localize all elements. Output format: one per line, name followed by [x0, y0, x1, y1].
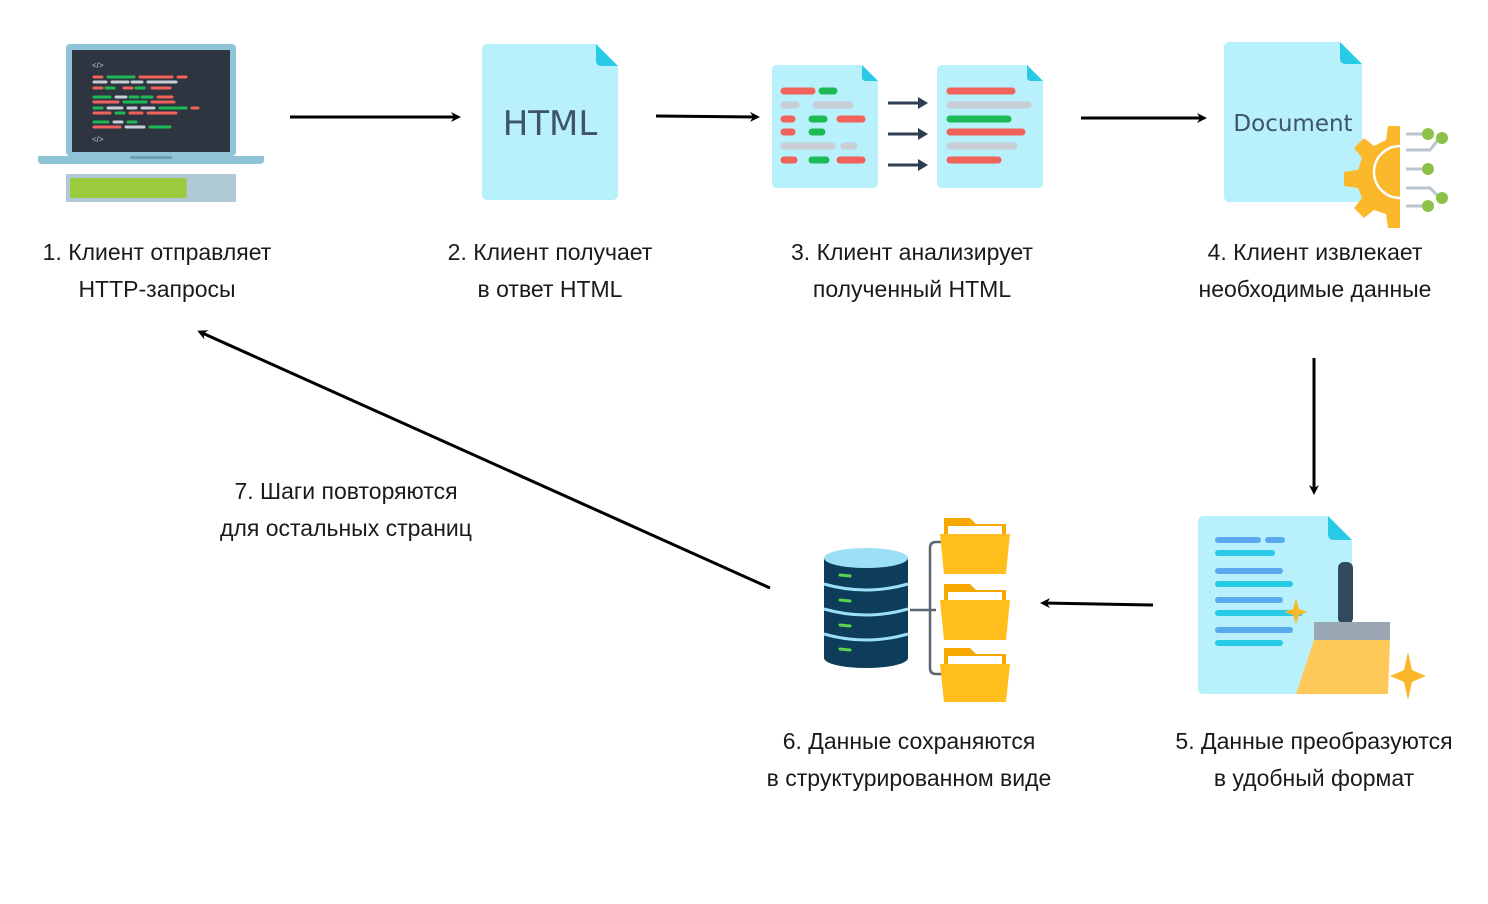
step-3-line2: полученный HTML — [812, 276, 1012, 302]
arrow-2-to-3 — [655, 111, 760, 122]
database-folders-icon — [823, 518, 1010, 702]
html-label: HTML — [503, 104, 598, 144]
document-gear-icon: Document — [1224, 42, 1448, 228]
step-3-label: 3. Клиент анализирует полученный HTML — [752, 234, 1072, 308]
step-5-label: 5. Данные преобразуются в удобный формат — [1140, 723, 1488, 797]
arrow-5-to-6 — [1040, 598, 1154, 609]
step-5-line2: в удобный формат — [1213, 765, 1415, 791]
step-4-label: 4. Клиент извлекает необходимые данные — [1156, 234, 1474, 308]
svg-text:</>: </> — [92, 135, 104, 144]
svg-text:</>: </> — [92, 61, 104, 70]
step-6-line2: в структурированном виде — [766, 765, 1052, 791]
step-1-label: 1. Клиент отправляет HTTP-запросы — [4, 234, 310, 308]
step-5-line1: 5. Данные преобразуются — [1175, 728, 1453, 754]
step-2-label: 2. Клиент получает в ответ HTML — [400, 234, 700, 308]
progress-bar-fill — [70, 178, 187, 198]
step-7-line1: 7. Шаги повторяются — [234, 478, 458, 504]
step-1-line1: 1. Клиент отправляет — [42, 239, 272, 265]
step-7-line2: для остальных страниц — [220, 515, 472, 541]
step-1-line2: HTTP-запросы — [78, 276, 236, 302]
laptop-code-icon: </> </> — [38, 44, 264, 202]
parse-documents-icon — [772, 65, 1043, 188]
document-broom-icon — [1198, 516, 1426, 700]
step-2-line1: 2. Клиент получает — [447, 239, 653, 265]
document-label: Document — [1233, 111, 1352, 137]
step-6-line1: 6. Данные сохраняются — [782, 728, 1036, 754]
step-7-label: 7. Шаги повторяются для остальных страни… — [190, 473, 502, 547]
step-2-line2: в ответ HTML — [477, 276, 623, 302]
step-4-line2: необходимые данные — [1198, 276, 1432, 302]
step-6-label: 6. Данные сохраняются в структурированно… — [728, 723, 1090, 797]
html-document-icon: HTML — [482, 44, 618, 200]
arrow-6-to-1 — [197, 330, 771, 590]
step-3-line1: 3. Клиент анализирует — [791, 239, 1033, 265]
step-4-line1: 4. Клиент извлекает — [1207, 239, 1423, 265]
